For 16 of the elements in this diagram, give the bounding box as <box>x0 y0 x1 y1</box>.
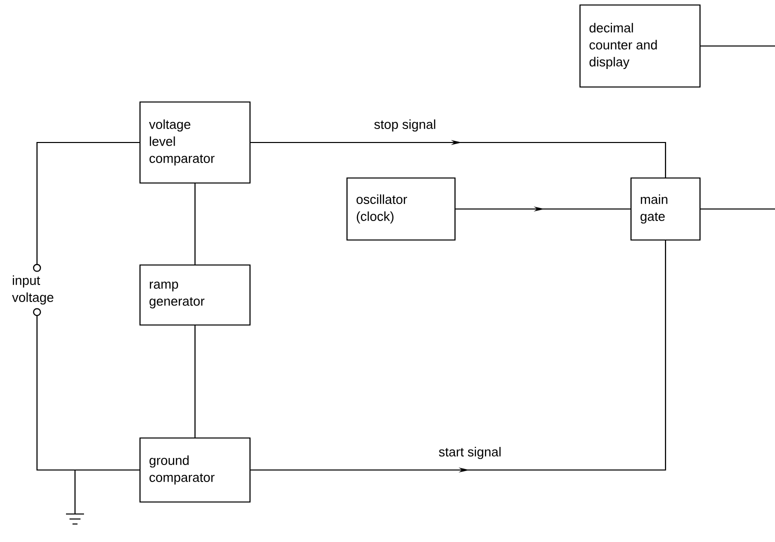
edge-label: stop signal <box>372 118 438 133</box>
process-box: main gate <box>630 177 701 241</box>
process-box: decimal counter and display <box>579 4 701 88</box>
terminal-line <box>33 142 140 272</box>
edge-label: start signal <box>438 446 502 460</box>
terminal-line <box>33 308 140 471</box>
connector-line <box>700 208 775 210</box>
terminal-label: input voltage <box>12 275 54 305</box>
connector-line <box>194 326 196 438</box>
connector-line <box>700 45 775 47</box>
process-box: voltage level comparator <box>139 101 251 184</box>
process-box: oscillator (clock) <box>346 177 456 241</box>
connector-line <box>194 184 196 264</box>
process-box: ramp generator <box>139 264 251 326</box>
process-box: ground comparator <box>139 437 251 503</box>
arrow <box>250 140 666 178</box>
